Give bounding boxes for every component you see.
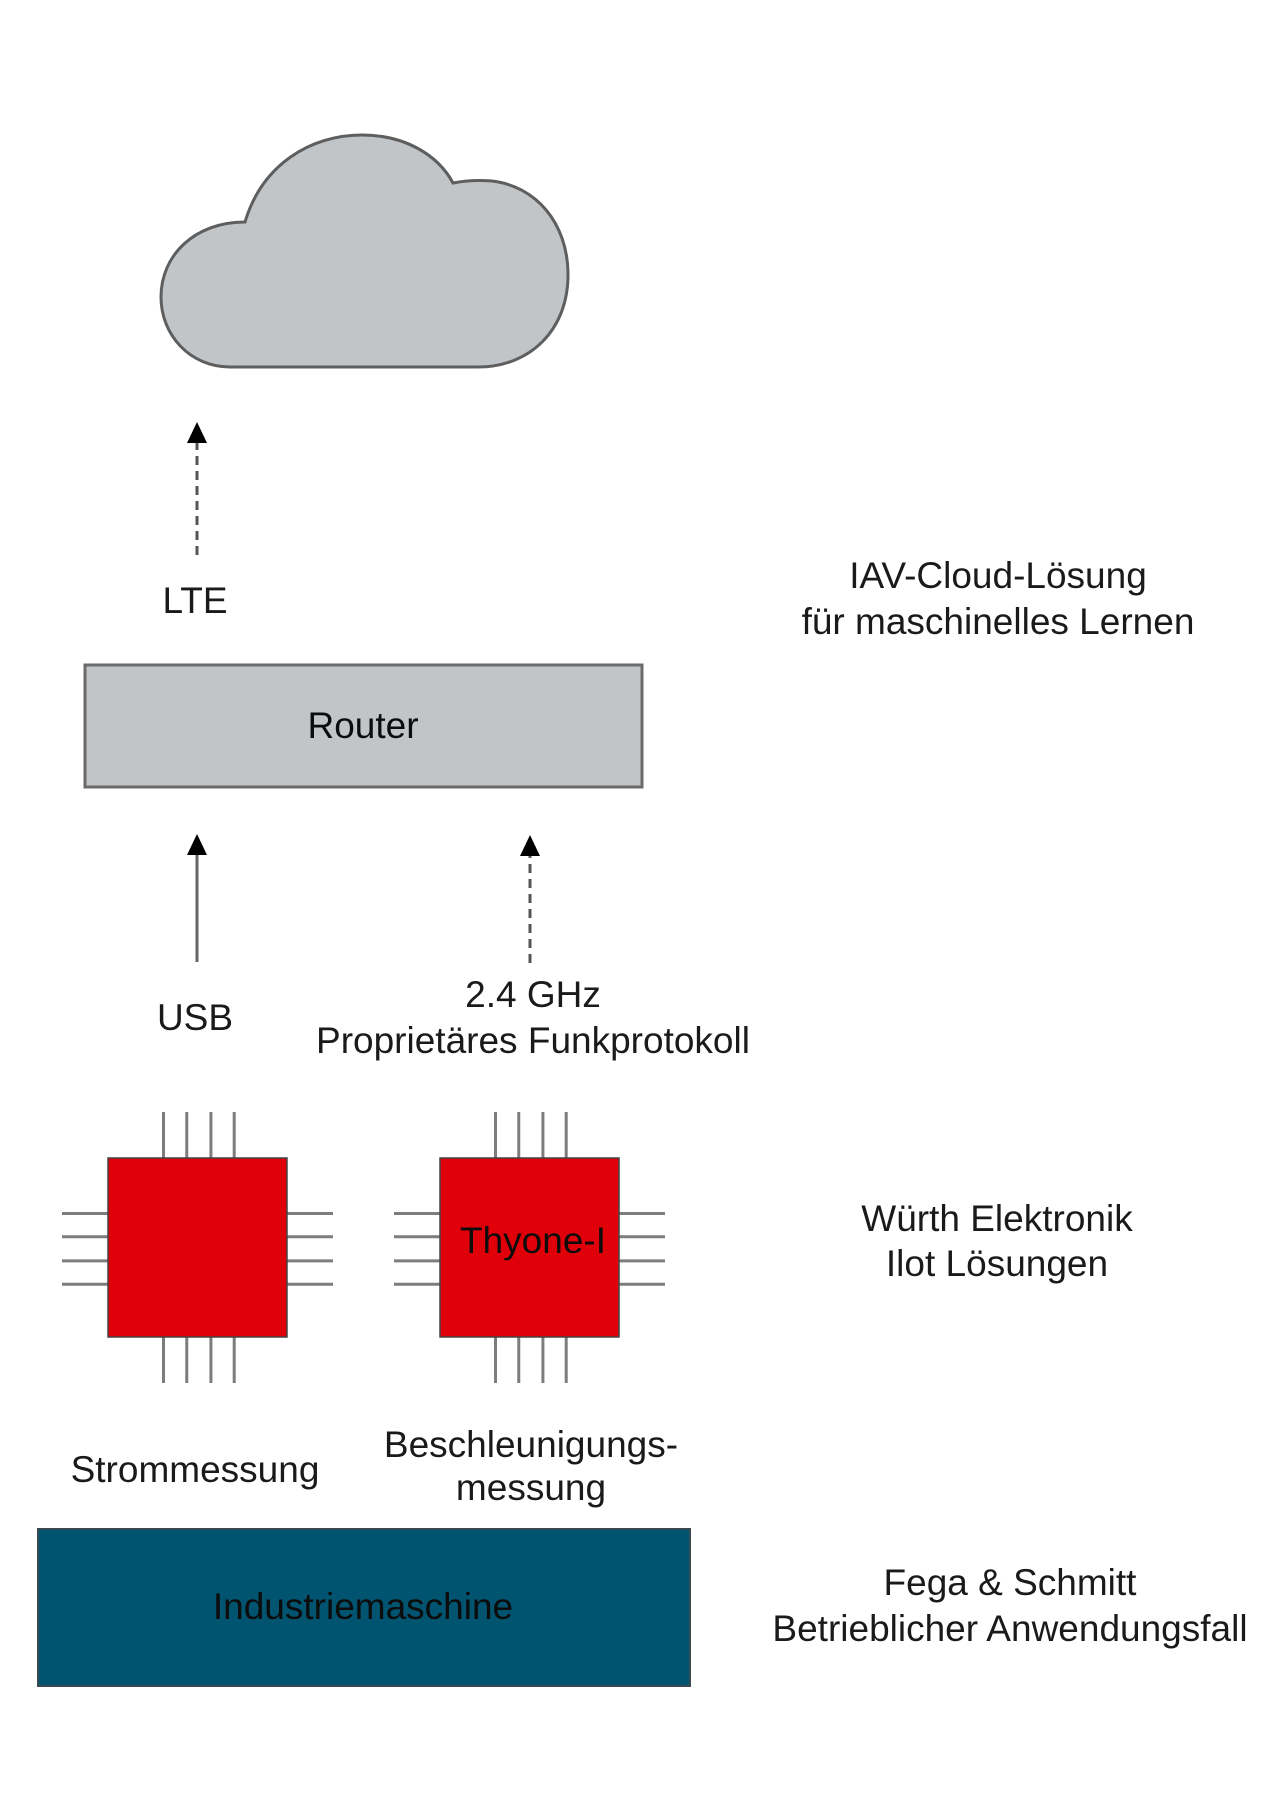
lte-label: LTE <box>162 580 227 621</box>
acceleration-measurement-label-line1: Beschleunigungs- <box>384 1424 678 1465</box>
current-measurement-label: Strommessung <box>71 1449 320 1490</box>
radio-link-arrow <box>520 835 540 963</box>
layer-usecase-line1: Fega & Schmitt <box>884 1562 1138 1603</box>
usb-label: USB <box>157 997 233 1038</box>
router-label: Router <box>307 705 418 746</box>
arrowhead-icon <box>187 422 207 443</box>
chip-thyone-i <box>394 1112 665 1383</box>
industrial-machine-label: Industriemaschine <box>213 1586 513 1627</box>
chip-body <box>107 1157 288 1338</box>
chip-left <box>62 1112 333 1383</box>
layer-iiot-line1: Würth Elektronik <box>861 1198 1133 1239</box>
radio-frequency-label: 2.4 GHz <box>465 974 601 1015</box>
router-node: Router <box>83 663 644 789</box>
industrial-machine-node: Industriemaschine <box>37 1528 691 1687</box>
layer-cloud-line2: für maschinelles Lernen <box>802 601 1195 642</box>
cloud-icon <box>159 133 570 369</box>
usb-link-arrow <box>187 834 207 962</box>
layer-iiot-line2: Ilot Lösungen <box>886 1243 1108 1284</box>
arrowhead-icon <box>187 834 207 855</box>
lte-link-arrow <box>187 422 207 555</box>
layer-usecase-line2: Betrieblicher Anwendungsfall <box>772 1608 1247 1649</box>
layer-cloud-line1: IAV-Cloud-Lösung <box>849 555 1147 596</box>
acceleration-measurement-label-line2: messung <box>456 1467 606 1508</box>
chip-thyone-i-label: Thyone-I <box>460 1220 606 1261</box>
chip-body <box>439 1157 620 1338</box>
radio-protocol-label: Proprietäres Funkprotokoll <box>316 1020 750 1061</box>
arrowhead-icon <box>520 835 540 856</box>
